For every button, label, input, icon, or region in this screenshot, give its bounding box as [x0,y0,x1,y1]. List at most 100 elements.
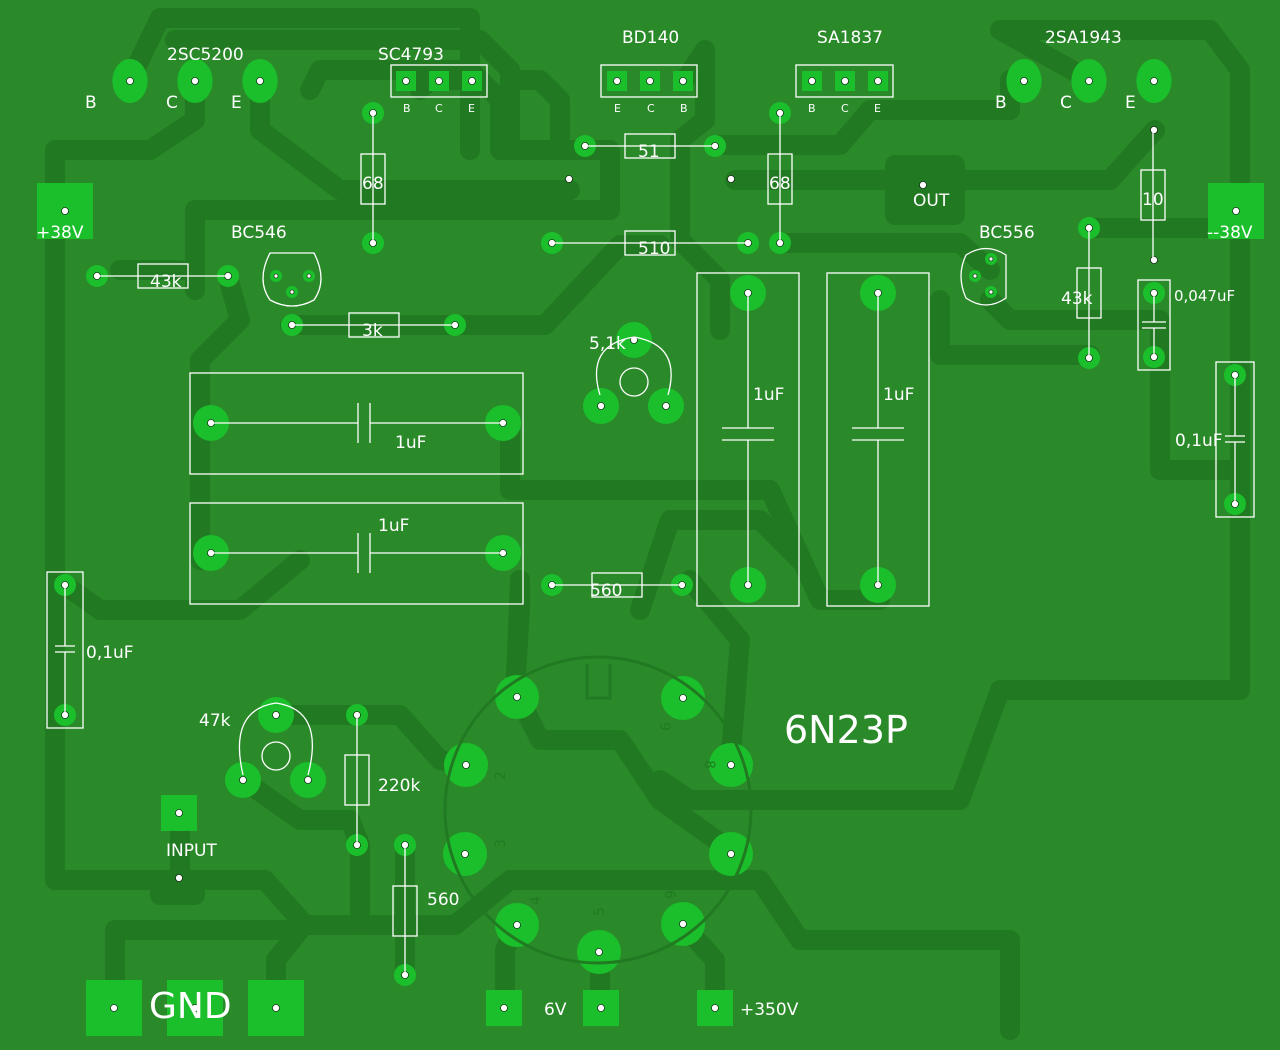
label-q3-c: C [647,102,655,115]
drill-hole [988,256,994,262]
label-r-560a: 560 [590,581,622,601]
label-r-560b: 560 [427,890,459,910]
label-q5-c: C [1060,93,1072,113]
label-q1-e: E [231,93,242,113]
label-r-43k-a: 43k [150,272,182,292]
drill-hole [841,77,849,85]
label-q5-b: B [995,93,1007,113]
drill-hole [272,1004,280,1012]
drill-hole [1150,256,1158,264]
label-r-3k: 3k [362,321,383,341]
drill-hole [919,181,927,189]
label-gnd: GND [149,986,232,1027]
drill-hole [61,207,69,215]
label-minus-38v: --38V [1207,223,1253,243]
drill-hole [306,273,312,279]
label-r-68a: 68 [362,174,384,194]
label-r-510: 510 [638,239,670,259]
drill-hole [613,77,621,85]
label-c1: 1uF [395,433,426,453]
drill-hole [191,1004,199,1012]
drill-hole [679,77,687,85]
label-c5: 0,047uF [1174,287,1235,305]
drill-hole [597,402,605,410]
drill-hole [461,850,469,858]
tube-pin-6-label: 6 [661,890,677,899]
label-r-220k: 220k [378,776,420,796]
copper-traces [45,8,1250,1040]
drill-hole [191,77,199,85]
tube-pin-4-label: 4 [528,896,544,905]
label-r-68b: 68 [769,174,791,194]
drill-hole [727,175,735,183]
drill-hole [239,776,247,784]
drill-hole [1020,77,1028,85]
label-r-51: 51 [638,142,660,162]
drill-hole [272,711,280,719]
drill-hole [110,1004,118,1012]
drill-hole [565,175,573,183]
label-q1-b: B [85,93,97,113]
label-sc4793: SC4793 [378,45,444,65]
label-c2: 1uF [378,516,409,536]
drill-hole [711,1004,719,1012]
drill-hole [988,289,994,295]
drill-hole [304,776,312,784]
silkscreen-labels: 2SC5200 B C E SC4793 B C E E C B B C E B… [36,28,1253,1027]
drill-hole [874,77,882,85]
label-q1-c: C [166,93,178,113]
label-350v: +350V [740,1000,799,1020]
drill-hole [402,77,410,85]
drill-hole [468,77,476,85]
pads [37,59,1264,1036]
label-q3-e: E [614,102,621,115]
label-q2-b: B [403,102,411,115]
label-q4-c: C [841,102,849,115]
label-q4-e: E [874,102,881,115]
tube-pin-2-label: 2 [493,771,509,780]
label-plus-38v: +38V [36,223,84,243]
drill-hole [462,761,470,769]
drill-hole [679,694,687,702]
drill-hole [597,1004,605,1012]
label-out: OUT [913,191,950,211]
label-c3: 1uF [753,385,784,405]
drill-hole [646,77,654,85]
drill-hole [1150,126,1158,134]
label-r-43k-b: 43k [1061,289,1093,309]
tube-pin-7-label: 7 [696,790,712,799]
label-q2-e: E [468,102,475,115]
drill-hole [175,809,183,817]
label-2sc5200: 2SC5200 [167,45,244,65]
label-2sa1943: 2SA1943 [1045,28,1122,48]
label-6v: 6V [544,1000,567,1020]
tube-pin-1-label: 1 [528,726,544,735]
label-c7: 0,1uF [86,643,134,663]
label-bc556: BC556 [979,223,1035,243]
drill-hole [273,273,279,279]
drill-hole [513,693,521,701]
label-q2-c: C [435,102,443,115]
label-pot-47k: 47k [199,711,231,731]
drill-hole [595,948,603,956]
drill-hole [513,921,521,929]
label-q5-e: E [1125,93,1136,113]
drill-hole [256,77,264,85]
silkscreen-outlines [46,64,1255,975]
label-pot-5-1k: 5,1k [589,334,626,354]
tube-pin-3-label: 3 [493,839,509,848]
drill-hole [175,874,183,882]
drill-hole [662,402,670,410]
label-r-10: 10 [1142,190,1164,210]
drill-hole [289,289,295,295]
label-q4-b: B [808,102,816,115]
drill-hole [808,77,816,85]
label-6n23p: 6N23P [784,708,908,752]
tube-pin-5-label: 5 [592,907,608,916]
tube-pin-8-label: 8 [701,760,717,769]
label-bc546: BC546 [231,223,287,243]
label-input: INPUT [166,841,217,861]
drill-hole [972,273,978,279]
label-bd140: BD140 [622,28,679,48]
